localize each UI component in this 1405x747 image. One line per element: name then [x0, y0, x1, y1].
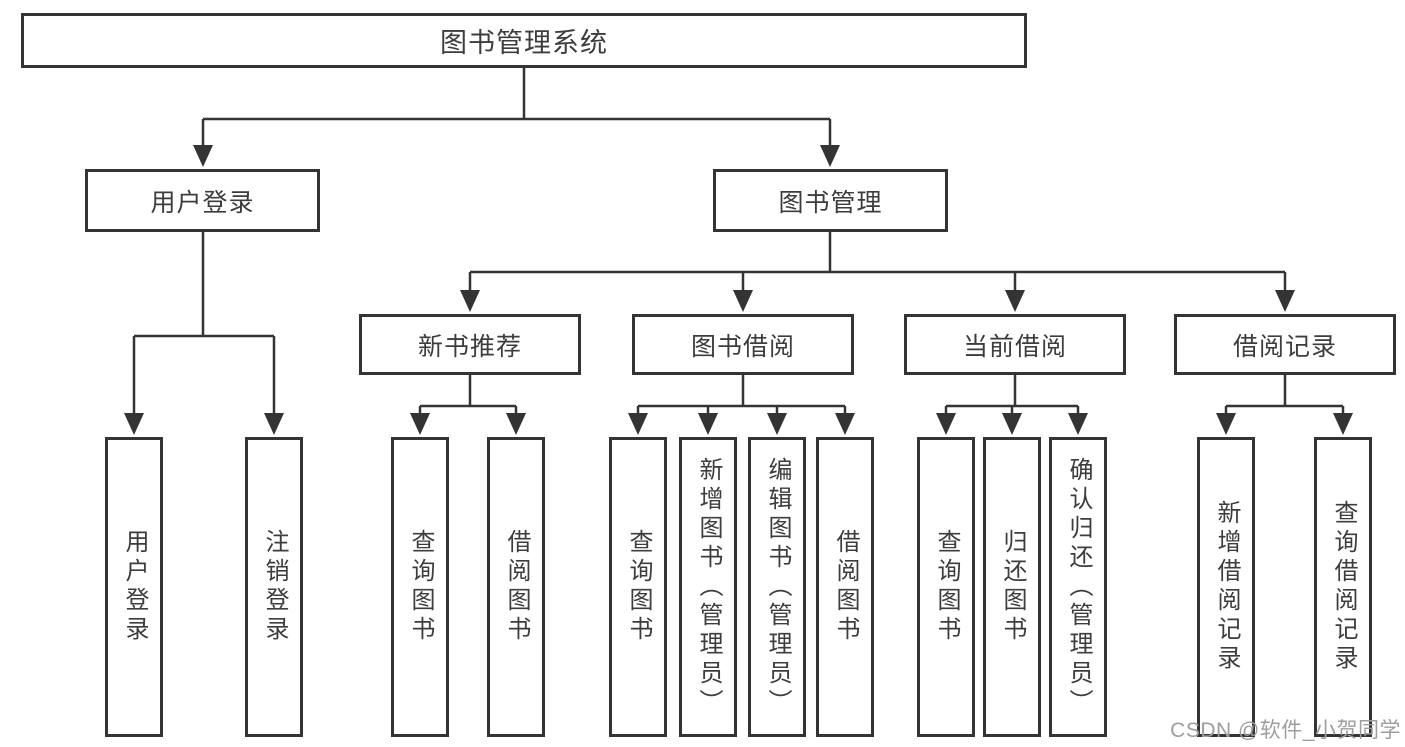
node-book-management: 图书管理 [713, 169, 948, 232]
node-current-borrow: 当前借阅 [904, 314, 1126, 375]
leaf-add-borrow-record: 新增借阅记录 [1197, 437, 1255, 737]
leaf-edit-book-admin: 编辑图书（管理员） [748, 437, 806, 737]
leaf-query-borrow-record: 查询借阅记录 [1314, 437, 1372, 737]
leaf-borrow-books: 借阅图书 [816, 437, 874, 737]
leaf-user-login: 用户登录 [105, 437, 163, 737]
leaf-borrow-books-recommend: 借阅图书 [487, 437, 545, 737]
node-user-login: 用户登录 [85, 169, 320, 232]
leaf-query-books-borrow: 查询图书 [609, 437, 667, 737]
leaf-query-books-current: 查询图书 [917, 437, 975, 737]
leaf-query-books-recommend: 查询图书 [391, 437, 449, 737]
node-borrow-records: 借阅记录 [1174, 314, 1396, 375]
csdn-watermark: CSDN @软件_小贺同学 [1170, 719, 1401, 742]
leaf-logout: 注销登录 [245, 437, 303, 737]
node-new-book-recommend: 新书推荐 [359, 314, 581, 375]
leaf-add-book-admin: 新增图书（管理员） [679, 437, 737, 737]
leaf-return-book: 归还图书 [983, 437, 1041, 737]
leaf-confirm-return-admin: 确认归还（管理员） [1049, 437, 1107, 737]
node-system-root: 图书管理系统 [21, 13, 1027, 68]
node-book-borrow: 图书借阅 [632, 314, 854, 375]
